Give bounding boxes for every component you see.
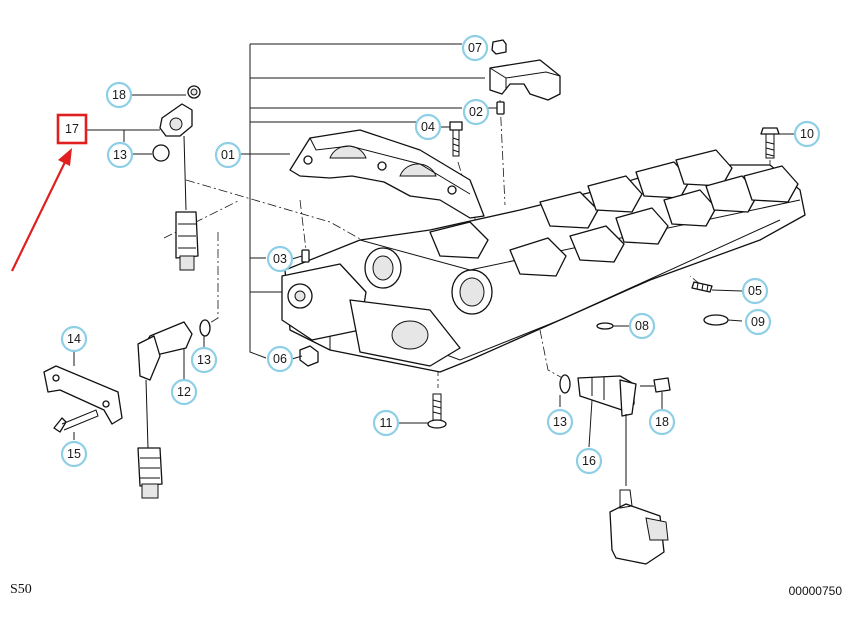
callout-label: 03 xyxy=(273,252,287,266)
callout-label: 08 xyxy=(635,319,649,333)
callout-05[interactable]: 05 xyxy=(741,277,769,305)
part-sensor-12 xyxy=(137,319,211,499)
callout-01[interactable]: 01 xyxy=(214,141,242,169)
callout-label: 04 xyxy=(421,120,435,134)
callout-08[interactable]: 08 xyxy=(628,312,656,340)
callout-label: 01 xyxy=(221,148,235,162)
callout-leaders xyxy=(73,94,794,448)
callouts: 17 18 13 01 07 02 04 10 xyxy=(60,34,821,475)
callout-17[interactable]: 17 xyxy=(65,122,79,136)
callout-06[interactable]: 06 xyxy=(266,345,294,373)
part-dowel-sleeve xyxy=(496,101,505,115)
callout-11[interactable]: 11 xyxy=(372,409,400,437)
callout-label: 17 xyxy=(65,122,79,136)
part-plug-06 xyxy=(299,345,319,367)
callout-label: 06 xyxy=(273,352,287,366)
part-screw-18b xyxy=(640,377,671,393)
callout-label: 14 xyxy=(67,332,81,346)
callout-label: 12 xyxy=(177,385,191,399)
callout-02[interactable]: 02 xyxy=(462,98,490,126)
part-stud-05 xyxy=(691,281,713,293)
callout-09[interactable]: 09 xyxy=(744,308,772,336)
callout-18-top[interactable]: 18 xyxy=(105,81,133,109)
callout-15[interactable]: 15 xyxy=(60,440,88,468)
callout-label: 16 xyxy=(582,454,596,468)
callout-10[interactable]: 10 xyxy=(793,120,821,148)
callout-label: 09 xyxy=(751,315,765,329)
callout-label: 10 xyxy=(800,127,814,141)
diagram-number: 00000750 xyxy=(788,584,842,598)
callout-07[interactable]: 07 xyxy=(461,34,489,62)
callout-label: 15 xyxy=(67,447,81,461)
callout-label: 13 xyxy=(113,148,127,162)
callout-label: 13 xyxy=(197,353,211,367)
part-seal-13a xyxy=(152,144,170,162)
cam-bearings xyxy=(364,149,799,315)
callout-03[interactable]: 03 xyxy=(266,245,294,273)
part-bracket-14 xyxy=(43,365,123,425)
callout-14[interactable]: 14 xyxy=(60,325,88,353)
part-screw-18a xyxy=(187,85,201,99)
highlight-box xyxy=(56,113,88,145)
callout-13-bottom[interactable]: 13 xyxy=(546,408,574,436)
part-oring-09 xyxy=(703,314,729,326)
callout-16[interactable]: 16 xyxy=(575,447,603,475)
callout-13-top[interactable]: 13 xyxy=(106,141,134,169)
part-bolt-15 xyxy=(53,409,99,433)
callout-label: 11 xyxy=(380,416,393,430)
diagram-code: S50 xyxy=(10,582,32,597)
part-sensor-17 xyxy=(159,103,199,271)
callout-label: 07 xyxy=(468,41,482,55)
callout-18-right[interactable]: 18 xyxy=(648,408,676,436)
part-bolt-10 xyxy=(760,127,780,159)
callout-13-middle[interactable]: 13 xyxy=(190,346,218,374)
part-bearing-cap xyxy=(489,39,561,101)
part-bearing-ladder xyxy=(289,129,485,219)
part-washer-08 xyxy=(596,322,614,330)
callout-label: 18 xyxy=(655,415,669,429)
part-bolt-04 xyxy=(449,121,463,157)
part-sensor-16 xyxy=(559,374,669,565)
cylinder-head xyxy=(281,149,806,373)
highlight-annotation xyxy=(11,113,88,272)
red-arrow xyxy=(11,159,67,272)
callout-label: 02 xyxy=(469,105,483,119)
callout-label: 18 xyxy=(112,88,126,102)
callout-label: 05 xyxy=(748,284,762,298)
callout-label: 13 xyxy=(553,415,567,429)
part-dowel-03 xyxy=(301,249,310,263)
callout-04[interactable]: 04 xyxy=(414,113,442,141)
part-bolt-11 xyxy=(427,393,447,429)
callout-12[interactable]: 12 xyxy=(170,378,198,406)
bracket-lines xyxy=(240,43,485,359)
